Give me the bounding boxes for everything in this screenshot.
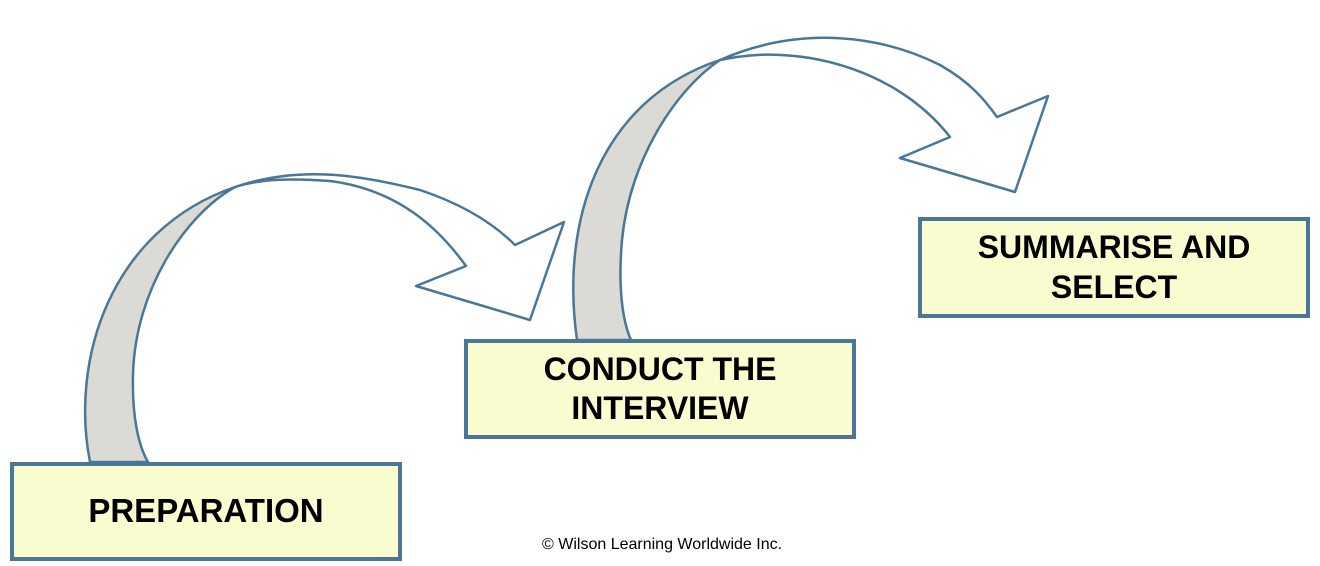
step-conduct-interview-label-line1: CONDUCT THE — [543, 350, 777, 387]
step-preparation-box: PREPARATION — [10, 462, 402, 561]
step-conduct-interview-label-line2: INTERVIEW — [571, 390, 749, 426]
step-summarise-select-label-line2: SELECT — [1050, 268, 1178, 305]
arrow-1-head — [233, 172, 566, 322]
step-summarise-select-box: SUMMARISE AND SELECT — [918, 217, 1310, 318]
copyright-notice: © Wilson Learning Worldwide Inc. — [542, 536, 783, 553]
curved-arrow-1 — [83, 172, 566, 464]
arrow-1-shadow — [83, 185, 237, 464]
arrow-2-shadow — [572, 58, 722, 342]
step-conduct-interview-box: CONDUCT THE INTERVIEW — [464, 339, 856, 439]
step-preparation-label: PREPARATION — [88, 492, 324, 530]
curved-arrow-2 — [572, 36, 1050, 342]
step-summarise-select-label-line1: SUMMARISE AND — [977, 229, 1251, 266]
arrow-2-head — [718, 36, 1050, 194]
